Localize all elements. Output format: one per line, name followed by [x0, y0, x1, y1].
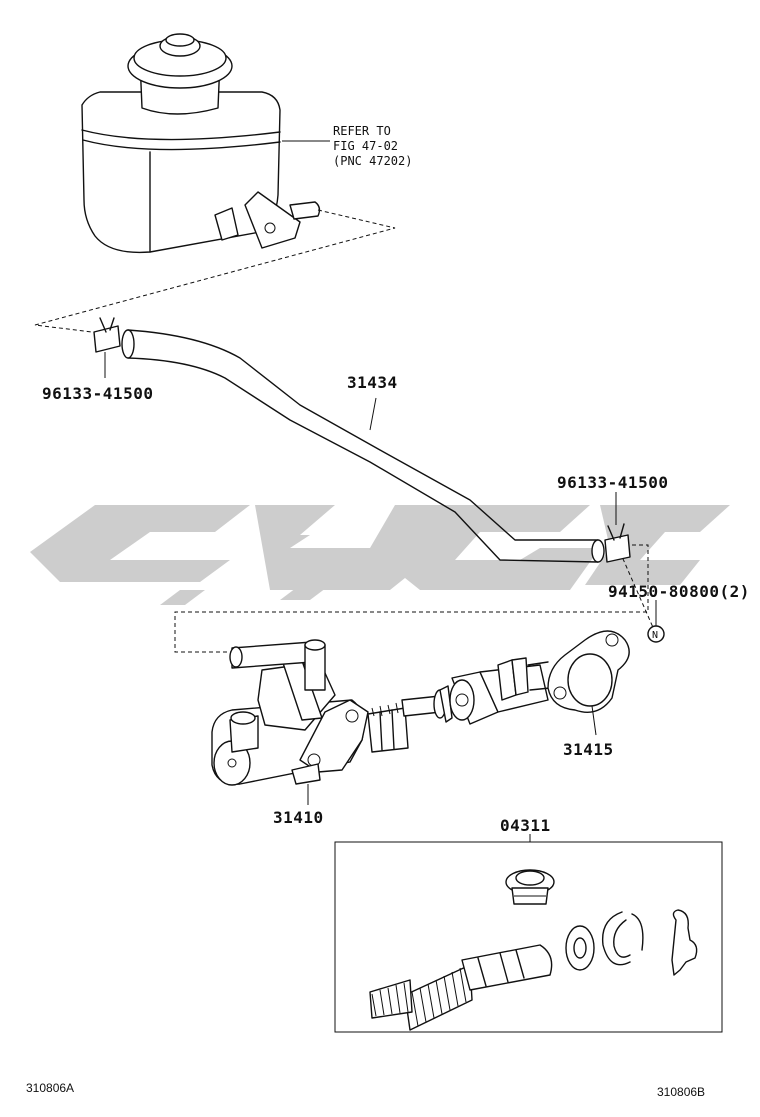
reference-line-1: REFER TO — [333, 124, 391, 138]
hose-part — [121, 329, 605, 563]
part-labels: 96133-41500 31434 96133-41500 94150-8080… — [42, 373, 750, 835]
label-gasket: 31415 — [563, 740, 614, 759]
label-hose: 31434 — [347, 373, 398, 392]
hose-clip-left — [93, 317, 121, 378]
watermark-logo — [30, 505, 730, 605]
kit-piston — [369, 944, 553, 1031]
hose-clip-right — [604, 492, 631, 563]
pin-marker-icon: N — [652, 630, 658, 641]
master-cylinder-part — [211, 639, 551, 805]
label-master-cylinder: 31410 — [273, 808, 324, 827]
guide-line-pin — [619, 551, 656, 633]
label-kit: 04311 — [500, 816, 551, 835]
repair-kit-box — [334, 834, 723, 1033]
footer-right-code: 310806B — [657, 1085, 705, 1099]
label-clip-right: 96133-41500 — [557, 473, 668, 492]
guide-line-middle — [174, 544, 649, 653]
footer-left-code: 310806A — [26, 1081, 74, 1095]
label-clip-left: 96133-41500 — [42, 384, 153, 403]
reference-line-3: (PNC 47202) — [333, 154, 412, 168]
gasket-part — [547, 630, 630, 736]
kit-snap-ring — [601, 911, 644, 966]
cotter-pin-marker: N — [647, 600, 665, 643]
reference-note: REFER TO FIG 47-02 (PNC 47202) — [282, 124, 412, 168]
kit-clip — [671, 909, 698, 976]
kit-plug — [505, 869, 555, 905]
kit-washer — [565, 925, 595, 971]
reference-line-2: FIG 47-02 — [333, 139, 398, 153]
reservoir-tank — [81, 33, 321, 254]
label-cotter-pin: 94150-80800(2) — [608, 582, 750, 601]
